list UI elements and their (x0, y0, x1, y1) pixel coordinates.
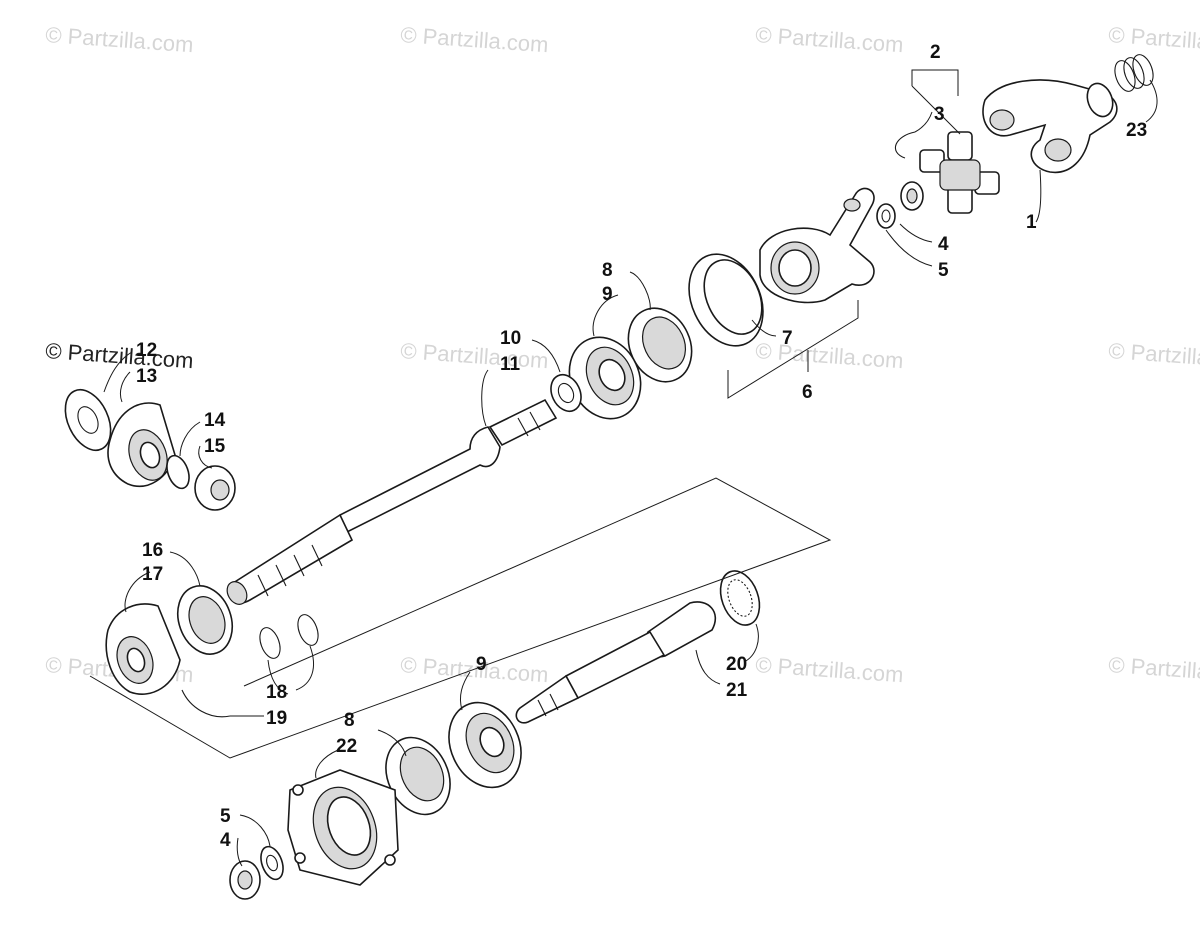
callout-10: 10 (500, 328, 521, 349)
callout-9-lower: 9 (476, 654, 487, 675)
callout-15: 15 (204, 436, 226, 457)
yoke-part (982, 79, 1118, 174)
callout-16: 16 (142, 540, 163, 561)
leader-lines (89, 69, 1158, 867)
watermark-text: © Partzilla.com (755, 22, 905, 57)
bearing-cap-washer-upper (876, 181, 924, 229)
callout-20: 20 (726, 654, 747, 675)
callout-2: 2 (930, 42, 941, 63)
callout-5: 5 (938, 260, 949, 281)
nut-washer-lower (229, 845, 284, 900)
watermark-text: © Partzilla.com (400, 338, 550, 373)
watermark-text: © Partzilla.com (755, 652, 905, 687)
main-shaft-part (226, 398, 558, 605)
callout-3: 3 (934, 104, 945, 125)
washer-part (550, 373, 582, 413)
watermark-text: © Partzilla.com (45, 22, 195, 57)
callout-21: 21 (726, 680, 748, 701)
callout-4-lower: 4 (220, 830, 231, 851)
watermark-text: © Partzilla.com (45, 338, 195, 373)
clip-part (894, 131, 916, 159)
callout-19: 19 (266, 708, 287, 729)
callout-8: 8 (602, 260, 613, 281)
snap-rings-part (1114, 54, 1154, 92)
callout-13: 13 (136, 366, 157, 387)
splined-yoke-part (759, 187, 875, 304)
callout-5-lower: 5 (220, 806, 231, 827)
callout-14: 14 (204, 410, 226, 431)
callout-labels: 2 3 1 23 4 5 7 6 8 9 10 11 12 13 14 15 1… (136, 42, 1147, 851)
watermark-text: © Partzilla.com (1108, 652, 1200, 687)
bearing-gear-lower-left (105, 585, 234, 695)
callout-6: 6 (802, 382, 813, 403)
seal-bearing-upper (568, 307, 693, 420)
dust-seal-part (688, 253, 764, 347)
watermark-text: © Partzilla.com (1108, 338, 1200, 373)
watermark-text: © Partzilla.com (400, 22, 550, 57)
callout-1: 1 (1026, 212, 1037, 233)
retaining-wire-part (181, 689, 231, 718)
bevel-gear-upper (64, 388, 176, 488)
bearing-housing-part (287, 769, 399, 886)
callout-7: 7 (782, 328, 793, 349)
callout-22: 22 (336, 736, 357, 757)
callout-12: 12 (136, 340, 157, 361)
universal-joint-cross-part (919, 131, 1000, 214)
gear-ring-part (719, 570, 761, 626)
callout-17: 17 (142, 564, 163, 585)
lower-shaft-part (515, 601, 717, 724)
seal-bearing-lower (385, 701, 522, 816)
watermark-text: © Partzilla.com (1108, 22, 1200, 57)
lock-washer-nut-upper (166, 454, 236, 511)
callout-4: 4 (938, 234, 949, 255)
callout-9: 9 (602, 284, 613, 305)
callout-8-lower: 8 (344, 710, 355, 731)
callout-23: 23 (1126, 120, 1147, 141)
circlips-part (259, 614, 319, 659)
callout-18: 18 (266, 682, 287, 703)
callout-11: 11 (500, 354, 521, 375)
